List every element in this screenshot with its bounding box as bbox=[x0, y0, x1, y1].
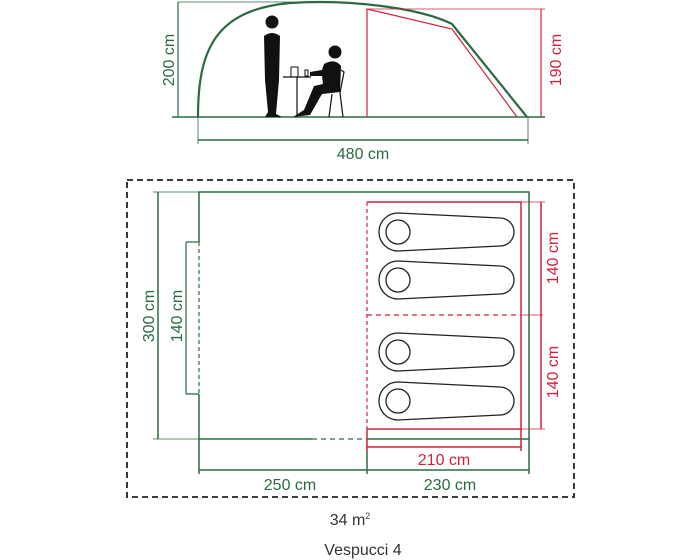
pillow-icon bbox=[385, 219, 411, 245]
bedroom-lower-width-label: 140 cm bbox=[545, 346, 562, 398]
side-view: 200 cm 190 cm 480 cm bbox=[161, 0, 565, 163]
sleeping-bags bbox=[378, 212, 515, 421]
standing-person-icon bbox=[264, 15, 282, 117]
floor-plan: 300 cm 140 cm 140 cm 140 cm 210 cm 250 c… bbox=[126, 179, 575, 559]
door-dimension-line bbox=[185, 241, 199, 395]
length-label: 480 cm bbox=[337, 146, 389, 163]
pillow-icon bbox=[385, 267, 411, 293]
outer-tent-outline bbox=[196, 0, 528, 118]
door-width-label: 140 cm bbox=[169, 290, 186, 342]
bedroom-depth-label: 210 cm bbox=[418, 452, 470, 469]
height-total-label: 200 cm bbox=[161, 34, 178, 86]
sleeping-bag-icon bbox=[378, 212, 515, 252]
bedroom-upper-width-label: 140 cm bbox=[545, 232, 562, 284]
bedroom-length-label: 230 cm bbox=[424, 477, 476, 494]
pillow-icon bbox=[385, 388, 411, 414]
table-icon bbox=[283, 66, 311, 117]
model-name: Vespucci 4 bbox=[324, 542, 401, 559]
living-length-label: 250 cm bbox=[264, 477, 316, 494]
pillow-icon bbox=[385, 339, 411, 365]
height-inner-label: 190 cm bbox=[548, 34, 565, 86]
sleeping-bag-icon bbox=[378, 332, 515, 372]
inner-tent-outline bbox=[366, 8, 518, 118]
sleeping-bag-icon bbox=[378, 260, 515, 300]
length-dimension-line bbox=[198, 439, 530, 474]
sleeping-bag-icon bbox=[378, 381, 515, 421]
footprint-dashed-border bbox=[126, 179, 575, 498]
width-label: 300 cm bbox=[141, 290, 158, 342]
bedroom-depth-dimension-line bbox=[366, 429, 522, 451]
seated-person-icon bbox=[293, 45, 345, 118]
area-label: 34 m2 bbox=[330, 511, 371, 529]
